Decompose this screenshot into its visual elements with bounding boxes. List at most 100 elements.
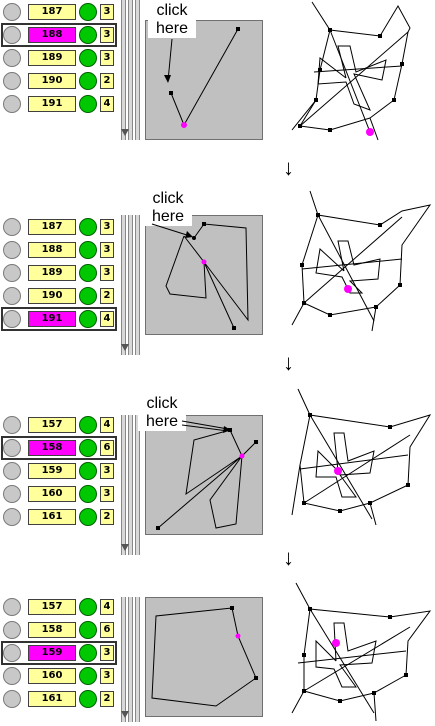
- list-row-selected[interactable]: 191 4: [1, 307, 117, 331]
- radio-button[interactable]: [3, 485, 21, 503]
- radio-button[interactable]: [3, 287, 21, 305]
- radio-button[interactable]: [3, 49, 21, 67]
- status-indicator[interactable]: [79, 508, 97, 526]
- row-number[interactable]: 190: [28, 73, 76, 89]
- radio-button[interactable]: [3, 621, 21, 639]
- row-number[interactable]: 160: [28, 668, 76, 684]
- row-number[interactable]: 188: [28, 27, 76, 43]
- scrollbar[interactable]: [118, 0, 144, 140]
- row-number[interactable]: 161: [28, 509, 76, 525]
- row-number[interactable]: 189: [28, 265, 76, 281]
- row-number[interactable]: 189: [28, 50, 76, 66]
- radio-button[interactable]: [3, 416, 21, 434]
- radio-button[interactable]: [3, 26, 21, 44]
- list-row-selected[interactable]: 159 3: [1, 641, 117, 665]
- scroll-track[interactable]: [135, 415, 140, 555]
- radio-button[interactable]: [3, 72, 21, 90]
- scroll-track[interactable]: [135, 215, 140, 355]
- status-indicator[interactable]: [79, 439, 97, 457]
- radio-button[interactable]: [3, 598, 21, 616]
- radio-button[interactable]: [3, 218, 21, 236]
- row-number[interactable]: 157: [28, 417, 76, 433]
- row-number[interactable]: 158: [28, 622, 76, 638]
- list-row[interactable]: 160 3: [3, 666, 115, 686]
- status-indicator[interactable]: [79, 264, 97, 282]
- edit-canvas[interactable]: [145, 20, 263, 140]
- scroll-track[interactable]: [128, 0, 133, 140]
- edit-canvas[interactable]: [145, 597, 263, 717]
- scroll-track[interactable]: [128, 415, 133, 555]
- row-number[interactable]: 191: [28, 311, 76, 327]
- status-indicator[interactable]: [79, 49, 97, 67]
- scroll-track[interactable]: [121, 215, 126, 355]
- status-indicator[interactable]: [79, 241, 97, 259]
- radio-button[interactable]: [3, 690, 21, 708]
- status-indicator[interactable]: [79, 26, 97, 44]
- radio-button[interactable]: [3, 3, 21, 21]
- radio-button[interactable]: [3, 241, 21, 259]
- row-number[interactable]: 157: [28, 599, 76, 615]
- list-row[interactable]: 161 2: [3, 689, 115, 709]
- row-number[interactable]: 190: [28, 288, 76, 304]
- status-indicator[interactable]: [79, 218, 97, 236]
- scroll-track[interactable]: [121, 0, 126, 140]
- radio-button[interactable]: [3, 462, 21, 480]
- scroll-track[interactable]: [135, 0, 140, 140]
- scroll-track[interactable]: [121, 597, 126, 722]
- status-indicator[interactable]: [79, 644, 97, 662]
- radio-button[interactable]: [3, 95, 21, 113]
- status-indicator[interactable]: [79, 485, 97, 503]
- scroll-down-arrow-icon[interactable]: [121, 544, 129, 551]
- status-indicator[interactable]: [79, 462, 97, 480]
- radio-button[interactable]: [3, 264, 21, 282]
- list-row-selected[interactable]: 158 6: [1, 436, 117, 460]
- scroll-down-arrow-icon[interactable]: [121, 711, 129, 718]
- status-indicator[interactable]: [79, 95, 97, 113]
- scroll-track[interactable]: [128, 215, 133, 355]
- list-row[interactable]: 189 3: [3, 263, 115, 283]
- list-row[interactable]: 157 4: [3, 597, 115, 617]
- status-indicator[interactable]: [79, 598, 97, 616]
- status-indicator[interactable]: [79, 310, 97, 328]
- status-indicator[interactable]: [79, 690, 97, 708]
- list-row[interactable]: 187 3: [3, 2, 115, 22]
- row-number[interactable]: 188: [28, 242, 76, 258]
- list-row[interactable]: 188 3: [3, 240, 115, 260]
- list-row[interactable]: 190 2: [3, 286, 115, 306]
- scrollbar[interactable]: [118, 215, 144, 355]
- radio-button[interactable]: [3, 508, 21, 526]
- row-number[interactable]: 187: [28, 4, 76, 20]
- status-indicator[interactable]: [79, 621, 97, 639]
- scroll-track[interactable]: [135, 597, 140, 722]
- edit-canvas[interactable]: [145, 415, 263, 535]
- status-indicator[interactable]: [79, 3, 97, 21]
- status-indicator[interactable]: [79, 287, 97, 305]
- scroll-track[interactable]: [128, 597, 133, 722]
- radio-button[interactable]: [3, 667, 21, 685]
- radio-button[interactable]: [3, 310, 21, 328]
- list-row[interactable]: 158 6: [3, 620, 115, 640]
- scrollbar[interactable]: [118, 597, 144, 722]
- row-number[interactable]: 161: [28, 691, 76, 707]
- edit-canvas[interactable]: [145, 215, 263, 335]
- scroll-down-arrow-icon[interactable]: [121, 129, 129, 136]
- row-number[interactable]: 187: [28, 219, 76, 235]
- status-indicator[interactable]: [79, 667, 97, 685]
- list-row[interactable]: 160 3: [3, 484, 115, 504]
- row-number[interactable]: 158: [28, 440, 76, 456]
- status-indicator[interactable]: [79, 416, 97, 434]
- row-number[interactable]: 159: [28, 463, 76, 479]
- row-number[interactable]: 160: [28, 486, 76, 502]
- scroll-down-arrow-icon[interactable]: [121, 344, 129, 351]
- list-row[interactable]: 157 4: [3, 415, 115, 435]
- list-row[interactable]: 191 4: [3, 94, 115, 114]
- list-row-selected[interactable]: 188 3: [1, 23, 117, 47]
- list-row[interactable]: 189 3: [3, 48, 115, 68]
- scroll-track[interactable]: [121, 415, 126, 555]
- radio-button[interactable]: [3, 644, 21, 662]
- scrollbar[interactable]: [118, 415, 144, 555]
- status-indicator[interactable]: [79, 72, 97, 90]
- list-row[interactable]: 190 2: [3, 71, 115, 91]
- row-number[interactable]: 159: [28, 645, 76, 661]
- list-row[interactable]: 187 3: [3, 217, 115, 237]
